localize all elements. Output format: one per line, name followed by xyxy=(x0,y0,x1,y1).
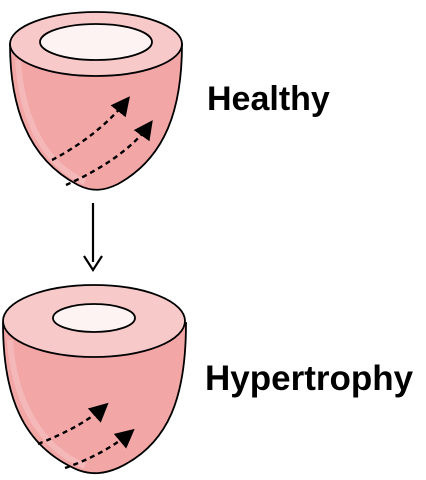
healthy-ventricle-cavity xyxy=(40,24,152,60)
down-arrow-icon xyxy=(84,203,102,270)
healthy-label: Healthy xyxy=(207,82,330,116)
hypertrophy-label: Hypertrophy xyxy=(205,361,413,396)
hypertrophy-ventricle-cavity xyxy=(53,304,135,332)
hypertrophy-ventricle xyxy=(3,285,186,473)
healthy-ventricle xyxy=(10,12,182,190)
